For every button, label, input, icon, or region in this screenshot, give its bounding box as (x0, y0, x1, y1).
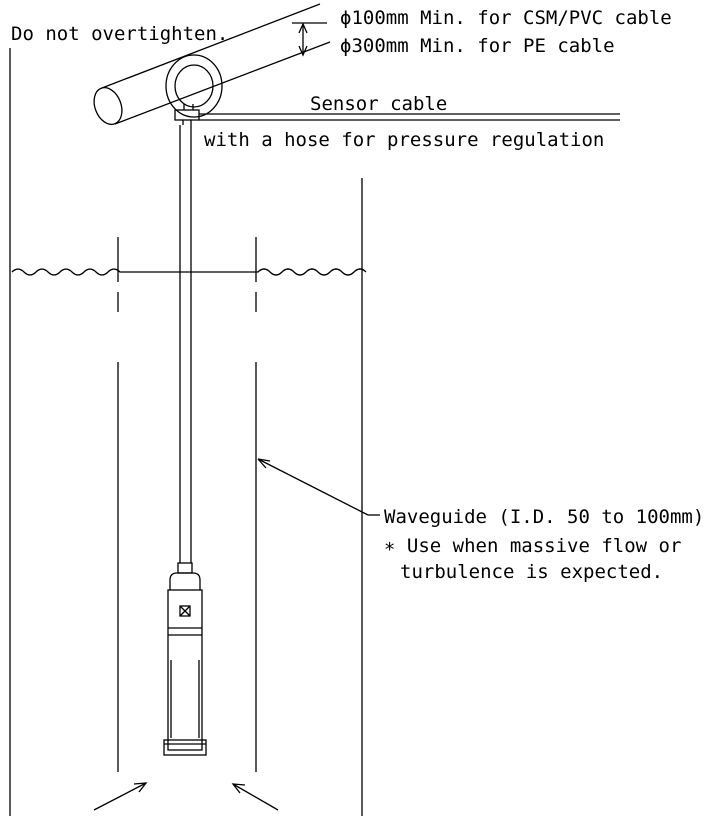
level-sensor (163, 562, 207, 756)
waveguide-label: Waveguide (I.D. 50 to 100mm) (384, 506, 704, 528)
water-surface (11, 268, 367, 276)
sensor-cable-horizontal (199, 113, 620, 121)
cable-clamp (174, 109, 200, 121)
cable-loop (165, 54, 223, 118)
inflow-arrow-right (231, 783, 279, 811)
bend-radius-label-1: ϕ100mm Min. for CSM/PVC cable (340, 7, 672, 29)
hose-label: with a hose for pressure regulation (204, 129, 604, 151)
sensor-cable-vertical (179, 125, 192, 563)
bend-radius-dimension (292, 22, 327, 57)
waveguide-leader (257, 458, 380, 516)
note-line-2: turbulence is expected. (400, 561, 663, 583)
waveguide-pipe (117, 237, 257, 772)
warning-label: Do not overtighten. (11, 23, 228, 45)
sensor-cable-label: Sensor cable (310, 93, 447, 115)
support-pipe (93, 3, 331, 125)
inflow-arrow-left (93, 782, 148, 811)
note-line-1: ∗ Use when massive flow or (384, 535, 681, 557)
bend-radius-label-2: ϕ300mm Min. for PE cable (340, 35, 615, 57)
